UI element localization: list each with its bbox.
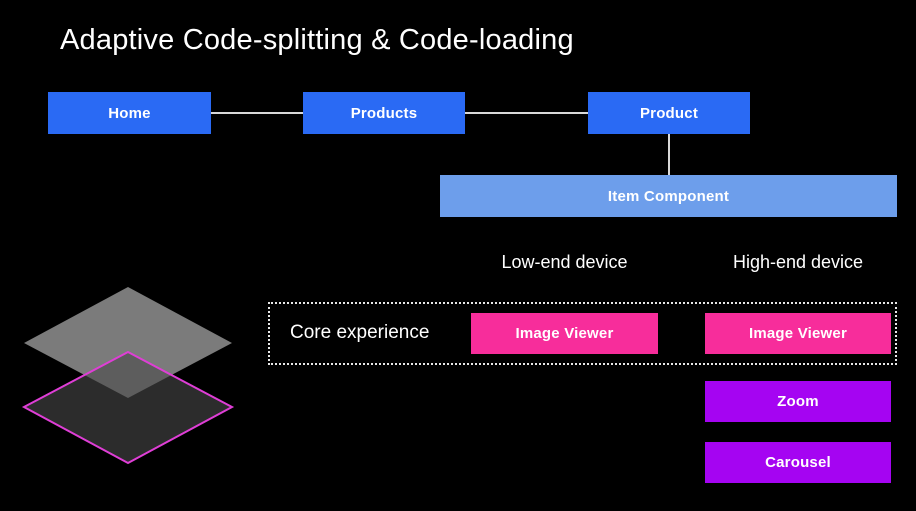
device-label-low-end: Low-end device bbox=[501, 252, 628, 272]
layer-bottom-diamond bbox=[21, 350, 235, 465]
connector-product-item-component bbox=[668, 134, 670, 175]
device-label-high-end: High-end device bbox=[732, 252, 864, 272]
item-component-node: Item Component bbox=[440, 175, 897, 217]
layers-illustration bbox=[21, 287, 235, 465]
module-image-viewer-low-end: Image Viewer bbox=[471, 313, 658, 354]
module-carousel: Carousel bbox=[705, 442, 891, 483]
connector-home-products bbox=[211, 112, 303, 114]
route-node-product: Product bbox=[588, 92, 750, 134]
core-experience-label: Core experience bbox=[290, 322, 430, 343]
route-node-home: Home bbox=[48, 92, 211, 134]
module-image-viewer-high-end: Image Viewer bbox=[705, 313, 891, 354]
connector-products-product bbox=[465, 112, 588, 114]
module-zoom: Zoom bbox=[705, 381, 891, 422]
route-node-products: Products bbox=[303, 92, 465, 134]
layer-top-diamond bbox=[24, 287, 232, 398]
slide-title: Adaptive Code-splitting & Code-loading bbox=[60, 24, 574, 56]
core-experience-group bbox=[268, 302, 897, 365]
